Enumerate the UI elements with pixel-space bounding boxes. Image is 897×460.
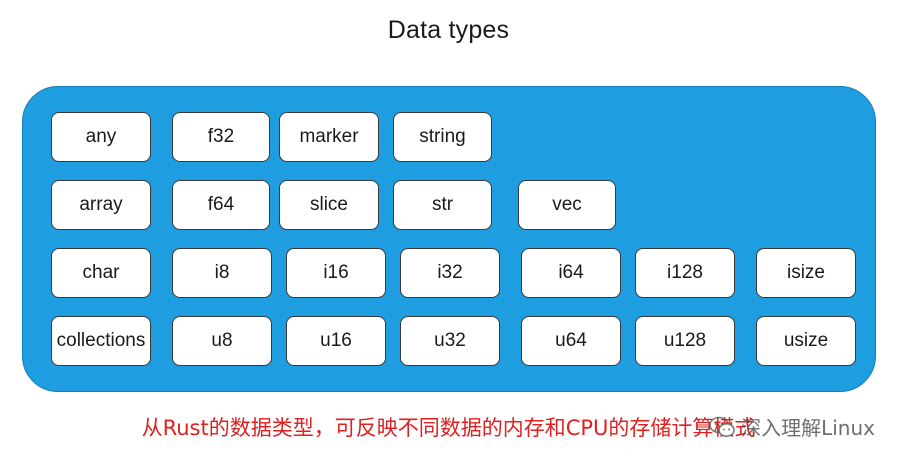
- box-u64: u64: [521, 316, 621, 366]
- watermark: 深入理解Linux: [709, 412, 875, 441]
- box-u16: u16: [286, 316, 386, 366]
- box-i16: i16: [286, 248, 386, 298]
- box-i32: i32: [400, 248, 500, 298]
- box-u8: u8: [172, 316, 272, 366]
- box-char: char: [51, 248, 151, 298]
- box-usize: usize: [756, 316, 856, 366]
- box-marker: marker: [279, 112, 379, 162]
- wechat-icon: [709, 416, 735, 438]
- box-string: string: [393, 112, 492, 162]
- box-vec: vec: [518, 180, 616, 230]
- box-slice: slice: [279, 180, 379, 230]
- box-isize: isize: [756, 248, 856, 298]
- watermark-text: 深入理解Linux: [741, 416, 875, 440]
- box-u128: u128: [635, 316, 735, 366]
- box-collections: collections: [51, 316, 151, 366]
- box-i8: i8: [172, 248, 272, 298]
- box-i64: i64: [521, 248, 621, 298]
- box-f64: f64: [172, 180, 270, 230]
- box-i128: i128: [635, 248, 735, 298]
- box-array: array: [51, 180, 151, 230]
- box-f32: f32: [172, 112, 270, 162]
- diagram-title: Data types: [387, 16, 510, 44]
- box-str: str: [393, 180, 492, 230]
- box-u32: u32: [400, 316, 500, 366]
- box-any: any: [51, 112, 151, 162]
- caption-text: 从Rust的数据类型，可反映不同数据的内存和CPU的存储计算模式: [141, 416, 756, 440]
